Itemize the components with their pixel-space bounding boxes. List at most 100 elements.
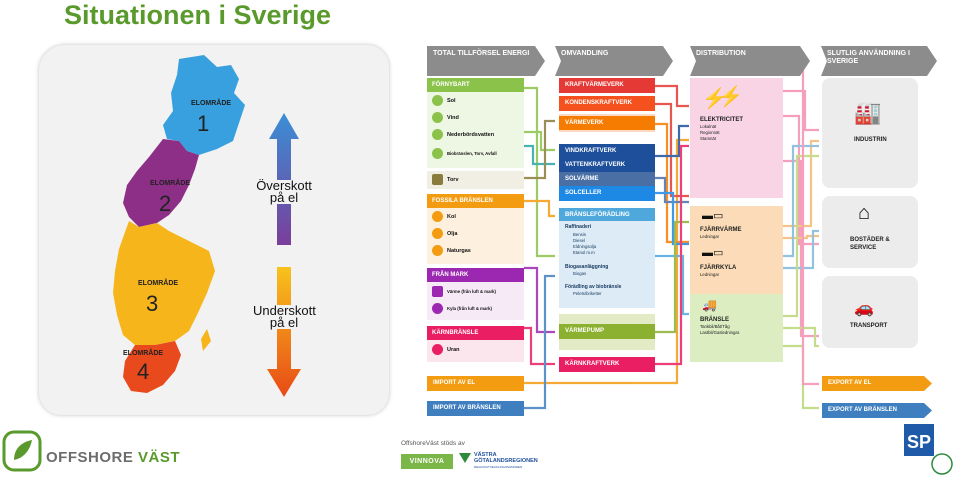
solvarme: SOLVÄRME xyxy=(559,172,655,187)
solceller: SOLCELLER xyxy=(559,186,655,201)
bransleforadling-box: BRÄNSLEFÖRÄDLING Raffinaderi Bensin Dies… xyxy=(559,208,655,308)
car-icon: 🚗 xyxy=(854,300,874,317)
house-icon: ⌂ xyxy=(858,202,871,224)
atom-icon xyxy=(432,344,443,355)
export-el: EXPORT AV EL xyxy=(822,376,932,391)
kraftvarmeverk: KRAFTVÄRMEVERK xyxy=(559,78,655,93)
diesel: Diesel xyxy=(573,238,585,243)
regionnat: Regionnät xyxy=(700,130,720,135)
fjarrkyla-label: FJÄRRKYLA xyxy=(700,265,737,271)
zone-1-label: ELOMRÅDE xyxy=(191,98,231,107)
fran-mark-group: FRÅN MARK Värme (från luft & mark) Kyla … xyxy=(427,268,524,320)
sp-logo-icon: SP xyxy=(904,424,953,475)
fjarr-box: ▬▭ FJÄRRVÄRME Ledningar ▬▭ FJÄRRKYLA Led… xyxy=(690,206,783,294)
sol-item: Sol xyxy=(432,95,456,106)
varmepump-box: VÄRMEPUMP xyxy=(559,314,655,350)
energy-flow-diagram: TOTAL TILLFÖRSEL ENERGI OMVANDLING DISTR… xyxy=(427,46,937,421)
deficit-arrow-icon xyxy=(267,267,301,397)
support-text: OffshoreVäst stöds av xyxy=(401,440,465,447)
fjarrvarme-sub: Ledningar xyxy=(700,234,720,239)
offshore-vast-logo-icon xyxy=(2,430,42,472)
snowflake-icon xyxy=(432,303,443,314)
vinnova-logo: VINNOVA xyxy=(401,454,453,469)
fjarrkyla-sub: Ledningar xyxy=(700,272,720,277)
eldningsolja: Eldningsolja xyxy=(573,244,597,249)
header-distribution: DISTRIBUTION xyxy=(690,46,810,76)
karnbransle-label: KÄRNBRÄNSLE xyxy=(427,326,524,340)
header-anvandning: SLUTLIG ANVÄNDNING I SVERIGE xyxy=(821,46,937,76)
peat-icon xyxy=(432,174,443,185)
vatten-item: Nederbördsvatten xyxy=(432,129,494,140)
tankbil: Tankbil/Båt/Tåg xyxy=(700,324,730,329)
transport-label: TRANSPORT xyxy=(850,323,888,329)
torv-group: Torv xyxy=(427,171,524,189)
zone-3-number: 3 xyxy=(146,291,158,316)
biogas-sub: Biogas xyxy=(573,271,587,276)
zone-4-number: 4 xyxy=(137,359,149,384)
naturgas-item: Naturgas xyxy=(432,245,471,256)
transport-box: 🚗 TRANSPORT xyxy=(822,276,918,348)
raffinaderi: Raffinaderi xyxy=(565,224,592,230)
industrin-box: 🏭 INDUSTRIN xyxy=(822,78,918,188)
vind-item: Vind xyxy=(432,112,459,123)
factory-icon: 🏭 xyxy=(854,100,882,125)
karnkraftverk: KÄRNKRAFTVERK xyxy=(559,357,655,372)
varmeverk: VÄRMEVERK xyxy=(559,116,655,130)
lokalnat: Lokalnät xyxy=(700,124,717,129)
bostader-box: ⌂ BOSTÄDER & SERVICE xyxy=(822,196,918,268)
biobransle: Förädling av biobränsle xyxy=(565,284,622,290)
wind-icon xyxy=(432,112,443,123)
elektricitet-label: ELEKTRICITET xyxy=(700,117,743,123)
truck-icon: 🚚 xyxy=(702,298,717,312)
import-bransle: IMPORT AV BRÄNSLEN xyxy=(427,401,524,416)
zone-1-region xyxy=(163,55,245,155)
zone-2-region xyxy=(123,139,199,227)
header-omvandling: OMVANDLING xyxy=(555,46,673,76)
bostader-label: BOSTÄDER & SERVICE xyxy=(850,237,890,251)
bransleforadling: BRÄNSLEFÖRÄDLING xyxy=(559,208,655,221)
pipe-icon-2: ▬▭ xyxy=(702,247,724,259)
sweden-map-card: ELOMRÅDE 1 ELOMRÅDE 2 ELOMRÅDE 3 ELOMRÅD… xyxy=(39,45,389,415)
gas-icon xyxy=(432,245,443,256)
sweden-map: ELOMRÅDE 1 ELOMRÅDE 2 ELOMRÅDE 3 ELOMRÅD… xyxy=(113,55,301,397)
page-title: Situationen i Sverige xyxy=(64,0,332,30)
tree-icon xyxy=(432,148,443,159)
fran-mark-label: FRÅN MARK xyxy=(427,268,524,282)
fjarrvarme-label: FJÄRRVÄRME xyxy=(700,227,742,233)
heat-icon xyxy=(432,286,443,297)
etanol: Etanol m.m xyxy=(573,250,595,255)
stamnat: Stamnät xyxy=(700,136,717,141)
zone-4-region xyxy=(123,341,181,393)
zone-2-label: ELOMRÅDE xyxy=(150,178,190,187)
kondenskraftverk: KONDENSKRAFTVERK xyxy=(559,96,655,111)
bransle-dist-box: 🚚 BRÄNSLE Tankbil/Båt/Tåg Lastbil/Gasled… xyxy=(690,294,783,362)
zone-3-region xyxy=(113,221,215,345)
offshore-vast-wordmark: OFFSHORE VÄST xyxy=(46,449,181,466)
kol-item: Kol xyxy=(432,211,456,222)
zone-3-label: ELOMRÅDE xyxy=(138,278,178,287)
uran-item: Uran xyxy=(432,344,460,355)
coal-icon xyxy=(432,211,443,222)
zone-1-number: 1 xyxy=(197,111,209,136)
power-pylon-icon-2: ⚡ xyxy=(718,86,743,108)
import-el: IMPORT AV EL xyxy=(427,376,524,391)
varmepump: VÄRMEPUMP xyxy=(559,324,655,339)
elektricitet-box: ⚡ ⚡ ELEKTRICITET Lokalnät Regionnät Stam… xyxy=(690,78,783,198)
fossila-label: FOSSILA BRÄNSLEN xyxy=(427,194,524,208)
vindkraftverk: VINDKRAFTVERK xyxy=(559,144,655,159)
bransle-dist-label: BRÄNSLE xyxy=(700,317,730,323)
vattenkraftverk: VATTENKRAFTVERK xyxy=(559,158,655,173)
flow-lines xyxy=(524,64,819,410)
header-tillforsel: TOTAL TILLFÖRSEL ENERGI xyxy=(427,46,545,76)
olja-item: Olja xyxy=(432,228,457,239)
zone-2-number: 2 xyxy=(159,191,171,216)
surplus-arrow-icon xyxy=(269,113,299,245)
water-icon xyxy=(432,129,443,140)
oil-drop-icon xyxy=(432,228,443,239)
kyla-mark-item: Kyla (från luft & mark) xyxy=(432,303,492,314)
power-pylon-icon: ⚡ xyxy=(702,88,727,110)
sun-icon xyxy=(432,95,443,106)
vgr-logo-icon xyxy=(459,453,471,463)
bio-item: Biobränslen, Torv, Avfall xyxy=(432,148,497,159)
biogas: Biogasanläggning xyxy=(565,264,609,270)
